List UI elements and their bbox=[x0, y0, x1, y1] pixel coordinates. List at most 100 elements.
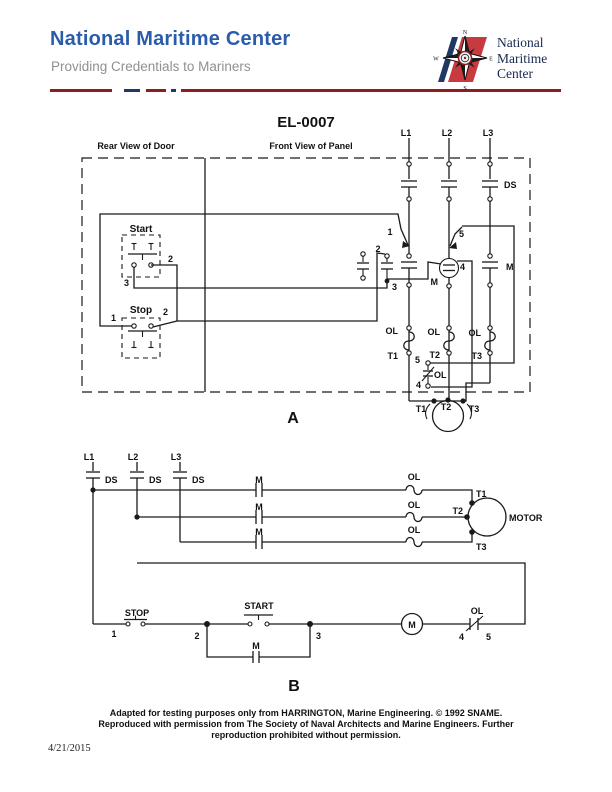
ol-label-3: OL bbox=[469, 328, 482, 338]
motor-a-t3: T3 bbox=[469, 404, 480, 414]
motor-b-label: MOTOR bbox=[509, 513, 543, 523]
b-l2-label: L2 bbox=[128, 452, 139, 462]
logo-line: Center bbox=[497, 66, 533, 81]
aux-term-2: 2 bbox=[375, 244, 380, 254]
b-n1: 1 bbox=[111, 629, 116, 639]
nmc-logo: N S W E bbox=[433, 30, 493, 92]
b-seal-label: M bbox=[252, 641, 260, 651]
motor-b-t3: T3 bbox=[476, 542, 487, 552]
start-pushbutton: Start bbox=[121, 224, 161, 278]
phase-l2-label: L2 bbox=[442, 128, 453, 138]
figure-id: EL-0007 bbox=[277, 114, 335, 131]
wire-2a bbox=[151, 264, 178, 328]
logo-wordmark: National Maritime Center bbox=[497, 35, 547, 82]
t1-label: T1 bbox=[387, 351, 398, 361]
copyright-notice: Adapted for testing purposes only from H… bbox=[0, 708, 612, 741]
document-date: 4/21/2015 bbox=[48, 743, 91, 754]
b-m3-label: M bbox=[255, 527, 263, 537]
b-ol2-label: OL bbox=[408, 500, 421, 510]
coil-wire-3 bbox=[387, 261, 442, 280]
b-olc-label: OL bbox=[471, 606, 484, 616]
b-coil-label: M bbox=[408, 620, 416, 630]
knife-5-label: 5 bbox=[459, 229, 464, 239]
b-rail-3 bbox=[180, 532, 473, 549]
ol-heater-icon bbox=[405, 484, 423, 496]
b-ds-l1 bbox=[86, 462, 100, 490]
start-term-3: 3 bbox=[124, 278, 129, 288]
ol-label-1: OL bbox=[386, 326, 399, 336]
aux-term-3: 3 bbox=[392, 282, 397, 292]
b-n4: 4 bbox=[459, 632, 464, 642]
b-m2-label: M bbox=[255, 502, 263, 512]
b-ds-l3 bbox=[173, 462, 187, 542]
aux-ol-5: 5 bbox=[415, 355, 420, 365]
ol-label-2: OL bbox=[428, 327, 441, 337]
wire-3 bbox=[133, 267, 388, 289]
start-label: Start bbox=[130, 224, 153, 235]
phase-line-l3 bbox=[463, 138, 498, 402]
front-view-label: Front View of Panel bbox=[269, 141, 352, 151]
motor-a: T1 T2 T3 bbox=[416, 397, 480, 433]
wire-2b bbox=[177, 252, 386, 322]
ds-label: DS bbox=[504, 180, 517, 190]
stab-contact-5 bbox=[449, 242, 457, 249]
enclosure-outline bbox=[81, 157, 531, 393]
ol-heater-icon bbox=[405, 511, 423, 523]
phase-line-l1 bbox=[401, 138, 434, 402]
logo-line: Maritime bbox=[497, 50, 548, 66]
phase-line-l2 bbox=[438, 138, 460, 400]
compass-s: S bbox=[463, 86, 466, 92]
copyright-line: reproduction prohibited without permissi… bbox=[211, 730, 401, 740]
phase-l3-label: L3 bbox=[483, 128, 494, 138]
compass-rose-icon: N S W E bbox=[433, 30, 493, 92]
b-ol1-label: OL bbox=[408, 472, 421, 482]
coil-term-4: 4 bbox=[460, 262, 465, 272]
aux-ol-contact bbox=[421, 360, 435, 389]
ol-heater-icon bbox=[484, 331, 496, 351]
ol-heater-icon bbox=[443, 331, 455, 351]
aux-ol-4: 4 bbox=[416, 380, 421, 390]
b-n2: 2 bbox=[194, 631, 199, 641]
compass-e: E bbox=[489, 57, 493, 63]
b-rail-2 bbox=[134, 510, 467, 524]
phase-l1-label: L1 bbox=[401, 128, 412, 138]
compass-n: N bbox=[463, 30, 468, 36]
stop-label: Stop bbox=[130, 305, 152, 316]
b-l3-label: L3 bbox=[171, 452, 182, 462]
motor-b-t2: T2 bbox=[452, 506, 463, 516]
b-control-rung bbox=[92, 490, 526, 663]
wire-1 bbox=[99, 213, 409, 327]
contactor-coil-icon bbox=[438, 257, 460, 279]
page-subtitle: Providing Credentials to Mariners bbox=[51, 59, 251, 74]
stop-term-1: 1 bbox=[111, 313, 116, 323]
b-stop-label: STOP bbox=[125, 608, 149, 618]
b-ds3-label: DS bbox=[192, 475, 205, 485]
b-l1-label: L1 bbox=[84, 452, 95, 462]
aux-seal-contact bbox=[381, 253, 393, 279]
stab-contact-1 bbox=[402, 241, 410, 248]
caption-b: B bbox=[288, 678, 300, 695]
b-n3: 3 bbox=[316, 631, 321, 641]
copyright-line: Reproduced with permission from The Soci… bbox=[98, 719, 514, 729]
motor-b: T1 T2 T3 MOTOR bbox=[452, 489, 542, 552]
logo-line: National bbox=[497, 35, 544, 50]
caption-a: A bbox=[287, 410, 299, 427]
t3-label: T3 bbox=[471, 351, 482, 361]
copyright-line: Adapted for testing purposes only from H… bbox=[109, 708, 503, 718]
start-term-2: 2 bbox=[168, 254, 173, 264]
b-m1-label: M bbox=[255, 475, 263, 485]
knife-5 bbox=[449, 226, 463, 247]
motor-a-t1: T1 bbox=[416, 404, 427, 414]
wire-4 bbox=[431, 260, 473, 388]
header-rule bbox=[50, 89, 561, 92]
rear-view-label: Rear View of Door bbox=[97, 141, 175, 151]
b-ol3-label: OL bbox=[408, 525, 421, 535]
coil-m-label: M bbox=[431, 277, 439, 287]
t2-label: T2 bbox=[429, 350, 440, 360]
diagram-b: L1 L2 L3 DS DS DS bbox=[84, 452, 543, 695]
stop-pushbutton: Stop bbox=[121, 305, 161, 359]
b-n5: 5 bbox=[486, 632, 491, 642]
aux-contact-spare bbox=[357, 251, 369, 281]
ol-heater-icon bbox=[403, 331, 415, 351]
